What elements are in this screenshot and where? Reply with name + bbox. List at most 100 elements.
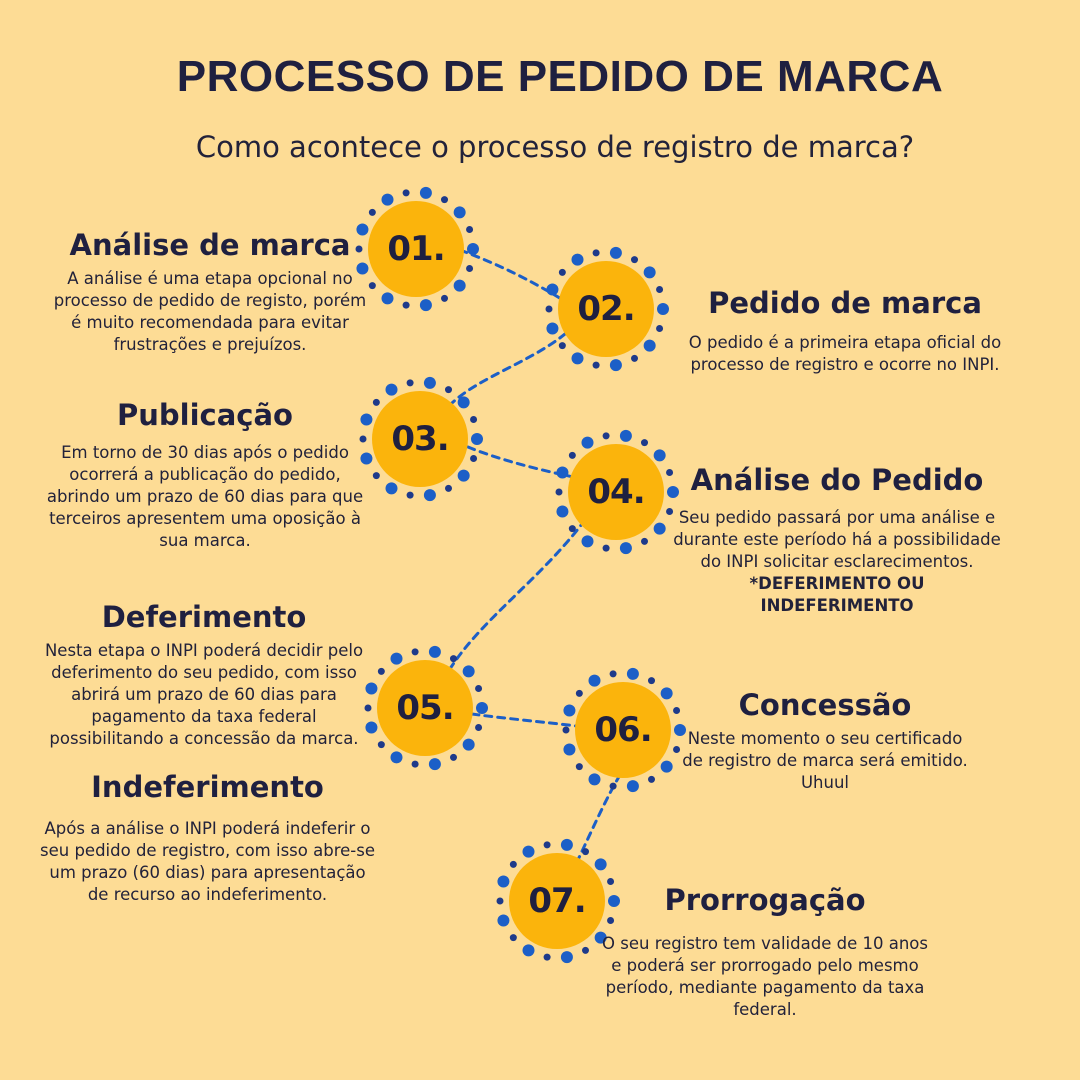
ring-dot [365,721,378,734]
ring-dot [568,451,576,459]
ring-dot [546,322,559,335]
ring-dot [385,482,398,495]
ring-dot [372,472,380,480]
ring-dot [631,256,638,264]
ring-dot [619,542,632,555]
ring-dot [609,670,617,678]
step-badge-01: 01. [355,186,479,312]
ring-dot [588,674,601,687]
ring-dot [556,466,569,479]
ring-dot [457,396,470,409]
ring-dot [497,914,510,927]
ring-dot [543,953,551,961]
step-badge-03: 03. [359,376,483,502]
ring-dot [608,895,620,907]
ring-dot [653,449,666,462]
ring-dot [450,655,457,663]
ring-dot [450,753,457,761]
connector-02-03 [448,323,577,407]
step-concessao: Concessão Neste momento o seu certificad… [680,686,970,794]
ring-dot [470,455,478,462]
ring-dot [453,206,466,219]
ring-dot [657,303,669,315]
ring-dot [406,379,414,387]
ring-dot [385,383,398,396]
ring-dot [660,687,673,700]
step-title: Análise do Pedido [690,463,984,497]
ring-dot [575,763,583,771]
badge-number: 01. [387,229,445,269]
badge-number: 03. [391,419,449,459]
ring-dot [466,265,474,272]
ring-dot [545,305,553,313]
ring-dot [423,489,436,502]
ring-dot [377,741,385,749]
dot-ring [496,838,620,964]
ring-dot [475,685,483,692]
step-indeferimento: Indeferimento Após a análise o INPI pode… [40,768,375,906]
ring-dot [462,665,475,678]
step-deferimento: Deferimento Nesta etapa o INPI poderá de… [34,598,374,750]
ring-dot [563,743,576,756]
ring-dot [368,208,376,216]
dot-ring [545,246,669,372]
ring-dot [592,361,600,369]
ring-dot [364,704,372,712]
ring-dot [411,648,419,656]
ring-dot [673,746,681,753]
ring-dot [556,505,569,518]
step-description: A análise é uma etapa opcional no proces… [53,269,367,354]
ring-dot [666,508,674,515]
ring-dot [674,724,686,736]
badge-number: 07. [528,881,586,921]
ring-dot [653,522,666,535]
ring-dot [522,845,535,858]
step-badge-02: 02. [545,246,669,372]
page-subtitle: Como acontece o processo de registro de … [195,130,915,164]
ring-dot [462,738,475,751]
ring-dot [543,841,551,849]
step-description: Seu pedido passará por uma análise e dur… [672,507,1002,617]
dot-ring [359,376,483,502]
ring-dot [594,931,607,944]
connector-06-07 [573,773,622,868]
ring-dot [558,268,566,276]
ring-dot [509,934,517,942]
ring-dot [571,253,584,266]
ring-dot [555,488,563,496]
ring-dot [582,848,589,856]
step-description: Após a análise o INPI poderá indeferir o… [40,819,375,904]
ring-dot [641,439,648,447]
step-pedido-marca: Pedido de marca O pedido é a primeira et… [670,284,1020,376]
ring-dot [626,780,639,793]
ring-dot [648,677,655,685]
step-publicacao: Publicação Em torno de 30 dias após o pe… [40,396,370,552]
ring-dot [390,751,403,764]
ring-dot [471,433,483,445]
ring-dot [406,491,414,499]
ring-dot [522,944,535,957]
ring-dot [594,858,607,871]
ring-dot [360,452,373,465]
ring-dot [641,537,648,545]
ring-dot [419,299,432,312]
ring-dot [356,262,369,275]
ring-dot [560,838,573,851]
step-title: Concessão [738,688,912,722]
ring-dot [643,339,656,352]
ring-dot [607,878,615,885]
ring-dot [441,294,448,302]
badge-number: 06. [594,710,652,750]
step-description: Neste momento o seu certificado de regis… [682,729,968,792]
dot-ring [555,429,679,555]
ring-dot [466,226,474,233]
ring-dot [372,398,380,406]
step-emphasis: *DEFERIMENTO OU INDEFERIMENTO [749,574,925,615]
dot-ring [364,645,488,771]
ring-dot [445,484,452,492]
ring-dot [656,325,664,332]
ring-dot [588,773,601,786]
ring-dot [602,432,610,440]
connector-05-06 [470,712,587,729]
